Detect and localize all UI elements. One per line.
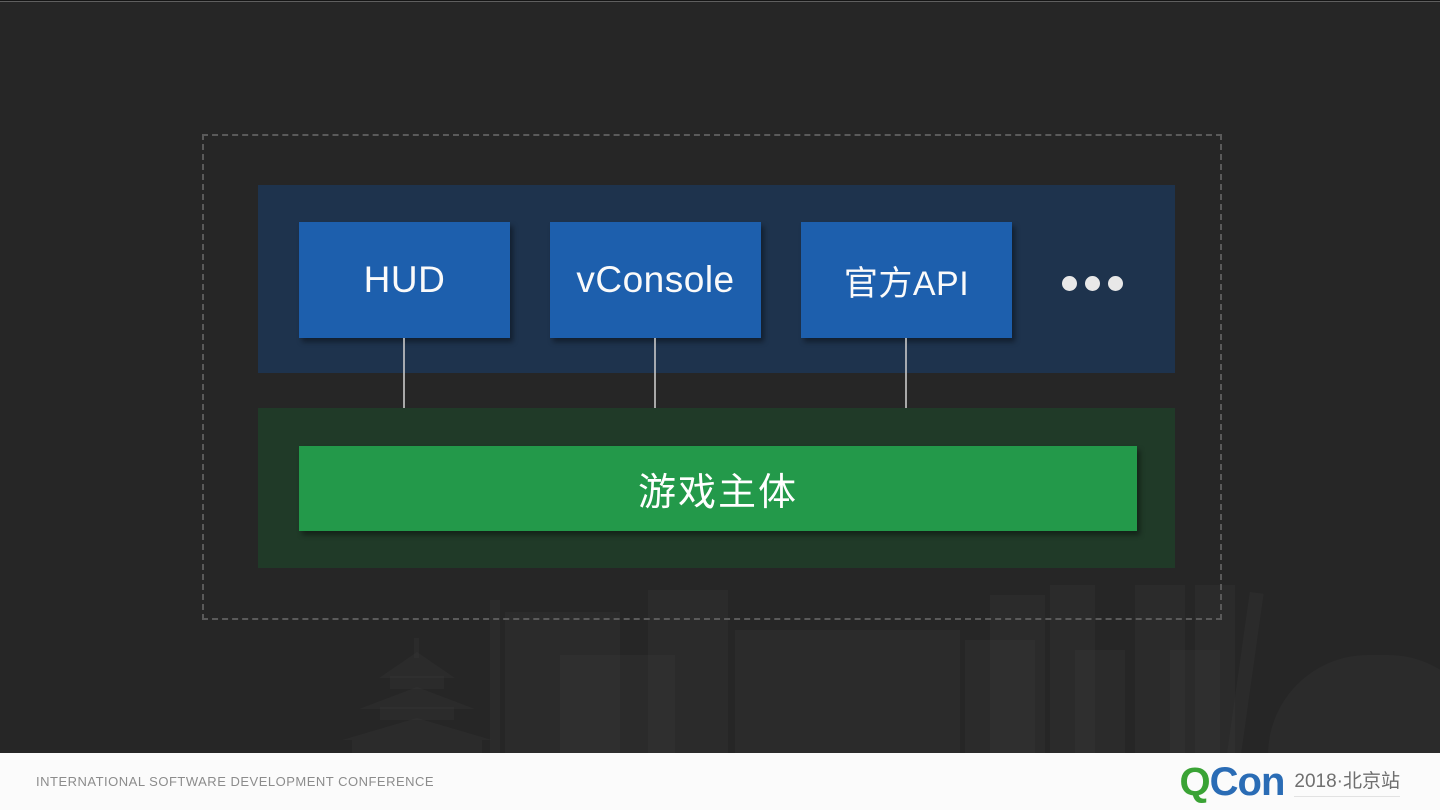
game-main-label: 游戏主体	[637, 472, 798, 514]
box-hud-label: HUD	[363, 259, 446, 300]
skyline-shape	[1268, 655, 1440, 755]
skyline-shape	[359, 687, 475, 709]
skyline-shape	[379, 652, 455, 678]
game-main-bar: 游戏主体	[299, 446, 1137, 531]
skyline-shape	[490, 600, 500, 755]
logo-event-label: 2018·北京站	[1294, 766, 1400, 797]
conference-label: INTERNATIONAL SOFTWARE DEVELOPMENT CONFE…	[36, 774, 435, 789]
diagram-dashed-frame	[202, 134, 1222, 620]
ellipsis-icon	[1062, 276, 1123, 291]
qcon-logo-q: Q	[1179, 759, 1211, 804]
skyline-shape	[735, 630, 960, 755]
qcon-logo-con: Con	[1209, 759, 1286, 804]
ellipsis-dot	[1062, 276, 1077, 291]
qcon-logo: QCon 2018·北京站	[1179, 759, 1400, 804]
footer: INTERNATIONAL SOFTWARE DEVELOPMENT CONFE…	[0, 753, 1440, 810]
top-hairline-divider	[0, 0, 1440, 2]
box-official-api: 官方API	[801, 222, 1012, 338]
box-vconsole-label: vConsole	[576, 259, 735, 300]
box-official-api-label: 官方API	[843, 264, 970, 303]
skyline-shape	[342, 718, 492, 740]
qcon-logo-wordmark: QCon	[1179, 759, 1286, 804]
ellipsis-dot	[1108, 276, 1123, 291]
ellipsis-dot	[1085, 276, 1100, 291]
box-vconsole: vConsole	[550, 222, 761, 338]
box-hud: HUD	[299, 222, 510, 338]
skyline-shape	[1075, 650, 1125, 755]
